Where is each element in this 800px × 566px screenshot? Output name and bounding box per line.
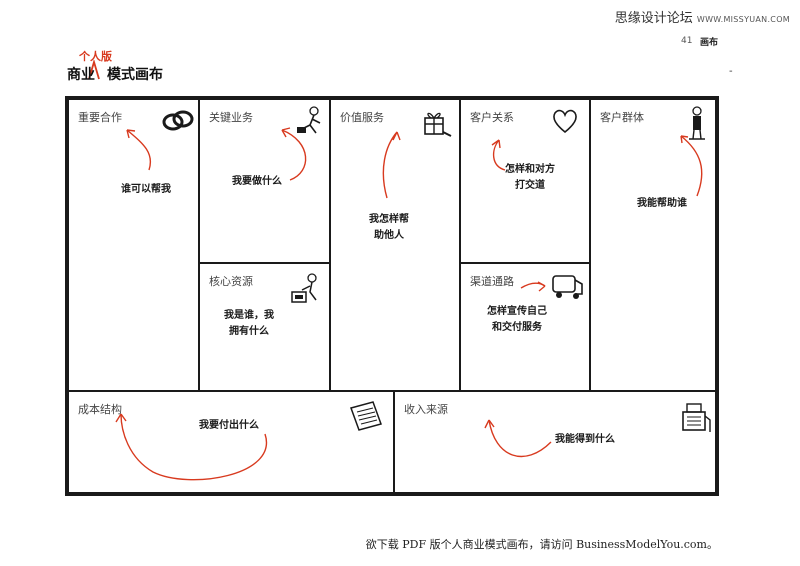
- cell-title-key-activities: 关键业务: [209, 111, 253, 124]
- title-part-2: 模式画布: [107, 67, 163, 83]
- watermark-main: 思缘设计论坛: [614, 11, 693, 26]
- page-label: 画布: [700, 38, 719, 48]
- note-channels-line1: 怎样宣传自己: [487, 306, 547, 317]
- note-key-partners: 谁可以帮我: [121, 184, 171, 195]
- cell-title-revenue-streams: 收入来源: [404, 403, 448, 416]
- note-key-resources-line2: 拥有什么: [229, 326, 269, 337]
- page-number: 41: [681, 36, 693, 46]
- business-model-canvas: 重要合作 谁可以帮我 关键业务 我要做什么 核心资源: [65, 96, 719, 496]
- note-customer-segments: 我能帮助谁: [637, 198, 687, 209]
- insert-note: 个人版: [79, 50, 112, 63]
- page-title: 商业模式画布: [67, 64, 163, 84]
- person-icon: [689, 106, 705, 140]
- price-tag-icon: [350, 401, 382, 431]
- note-value-propositions-line2: 助他人: [374, 230, 404, 241]
- cell-title-key-partners: 重要合作: [78, 111, 122, 124]
- cell-title-customer-segments: 客户群体: [600, 111, 644, 124]
- cell-key-activities: 关键业务 我要做什么: [199, 99, 330, 263]
- heart-icon: [553, 109, 577, 134]
- truck-icon: [552, 275, 583, 299]
- note-customer-relationships: 怎样和对方 打交道: [505, 162, 555, 194]
- cell-customer-segments: 客户群体 我能帮助谁: [590, 99, 716, 391]
- note-customer-relationships-line1: 怎样和对方: [505, 164, 555, 175]
- note-key-resources-line1: 我是谁，我: [224, 310, 274, 321]
- cell-title-channels: 渠道通路: [470, 275, 514, 288]
- arrow-value-propositions: [382, 131, 401, 199]
- note-channels: 怎样宣传自己 和交付服务: [487, 304, 547, 336]
- cash-register-icon: [682, 403, 711, 432]
- factory-worker-icon: [291, 273, 317, 303]
- cell-key-partners: 重要合作 谁可以帮我: [68, 99, 199, 391]
- watermark-sub: WWW.MISSYUAN.COM: [696, 15, 790, 24]
- insert-caret-icon: [88, 60, 100, 80]
- note-value-propositions: 我怎样帮 助他人: [369, 212, 409, 244]
- cell-value-propositions: 价值服务 我怎样帮 助他人: [330, 99, 460, 391]
- page-dash: -: [729, 66, 733, 77]
- title-part-1: 商业: [67, 67, 95, 83]
- cell-title-customer-relationships: 客户关系: [470, 111, 514, 124]
- note-key-resources: 我是谁，我 拥有什么: [224, 308, 274, 340]
- cell-title-cost-structure: 成本结构: [78, 403, 122, 416]
- cell-title-value-propositions: 价值服务: [340, 111, 384, 124]
- cell-cost-structure: 成本结构 我要付出什么: [68, 391, 394, 493]
- worker-icon: [297, 106, 321, 134]
- note-key-activities: 我要做什么: [232, 176, 282, 187]
- cell-title-key-resources: 核心资源: [209, 275, 253, 288]
- note-customer-relationships-line2: 打交道: [515, 180, 545, 191]
- cell-channels: 渠道通路 怎样宣传自己 和交付服务: [460, 263, 590, 391]
- watermark: 思缘设计论坛 WWW.MISSYUAN.COM: [615, 7, 790, 26]
- footer-download-note: 欲下载 PDF 版个人商业模式画布，请访问 BusinessModelYou.c…: [365, 538, 718, 551]
- chain-link-icon: [162, 110, 194, 131]
- note-value-propositions-line1: 我怎样帮: [369, 214, 409, 225]
- arrow-customer-segments: [680, 135, 703, 197]
- note-channels-line2: 和交付服务: [492, 322, 542, 333]
- note-revenue-streams: 我能得到什么: [555, 434, 615, 445]
- note-cost-structure: 我要付出什么: [199, 420, 259, 431]
- cell-customer-relationships: 客户关系 怎样和对方 打交道: [460, 99, 590, 263]
- cell-key-resources: 核心资源 我是谁，我 拥有什么: [199, 263, 330, 391]
- gift-icon: [424, 112, 452, 137]
- cell-revenue-streams: 收入来源 我能得到什么: [394, 391, 716, 493]
- arrow-key-partners: [126, 129, 152, 171]
